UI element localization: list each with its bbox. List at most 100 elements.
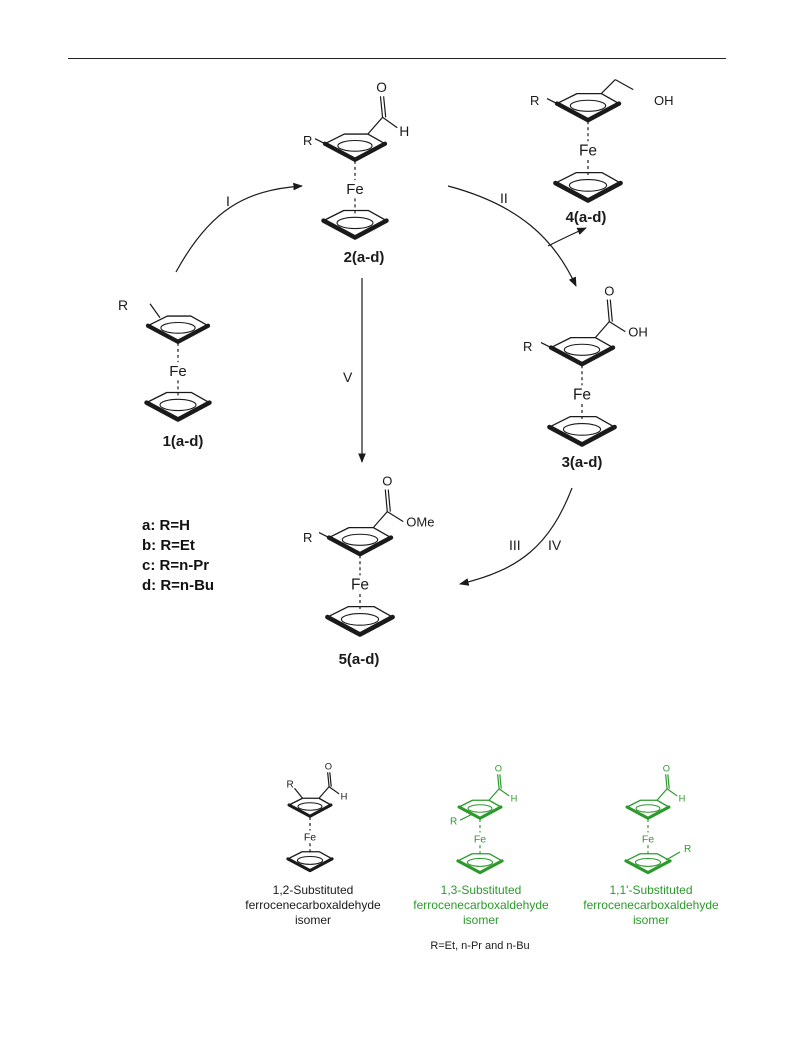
arrow-branch-to-4 bbox=[547, 227, 587, 247]
bond-ring-r bbox=[294, 787, 303, 799]
isomer-caption-1-2: 1,2-Substituted ferrocenecarboxaldehyde … bbox=[228, 883, 398, 928]
hydroxyl-group: OH bbox=[628, 325, 648, 340]
r-substituent: R bbox=[684, 844, 691, 855]
top-cp-ring bbox=[287, 797, 333, 818]
bond-c-o-2 bbox=[387, 489, 391, 512]
ring-aromatic-circle bbox=[568, 179, 608, 192]
bond-ch2-o bbox=[614, 79, 634, 91]
bond-ring-carboxyl bbox=[594, 321, 610, 339]
bond-c-h bbox=[666, 788, 678, 797]
ring-front-edge bbox=[287, 803, 333, 818]
top-cp-ring bbox=[322, 133, 388, 162]
isomer-caption-line: ferrocenecarboxaldehyde bbox=[583, 898, 719, 912]
bond-c-o-2 bbox=[329, 772, 332, 787]
bond-ring-ch2 bbox=[600, 79, 616, 95]
methoxy-group: OMe bbox=[406, 515, 434, 530]
bottom-cp-ring bbox=[321, 209, 389, 240]
ring-aromatic-circle bbox=[467, 804, 493, 813]
top-cp-ring bbox=[457, 799, 503, 820]
oxygen-atom: O bbox=[376, 80, 387, 95]
bond-c-o-1 bbox=[665, 774, 668, 789]
bottom-cp-ring bbox=[547, 415, 617, 447]
isomer-caption-line: 1,3-Substituted bbox=[440, 883, 522, 897]
bond-ring-carbonyl bbox=[488, 788, 500, 801]
isomer-caption-line: isomer bbox=[294, 913, 331, 927]
compound-label-4: 4(a-d) bbox=[566, 209, 607, 226]
bond-c-o-1 bbox=[497, 774, 500, 789]
isomer-caption-line: ferrocenecarboxaldehyde bbox=[413, 898, 549, 912]
bond-c-o-1 bbox=[606, 299, 610, 322]
bottom-cp-ring bbox=[553, 171, 623, 203]
ring-aromatic-circle bbox=[297, 802, 323, 811]
hydrogen-atom: H bbox=[511, 794, 518, 804]
r-substituent: R bbox=[523, 339, 532, 354]
top-cp-ring bbox=[554, 92, 622, 123]
compound-1: FeR bbox=[118, 297, 212, 422]
isomer-caption-line: ferrocenecarboxaldehyde bbox=[245, 898, 381, 912]
ring-aromatic-circle bbox=[569, 99, 607, 112]
step-label-IV: IV bbox=[548, 537, 562, 553]
ring-front-edge bbox=[321, 218, 389, 240]
ring-front-edge bbox=[548, 345, 616, 367]
arrow-step-I bbox=[175, 182, 303, 273]
isomer-caption-line: 1,2-Substituted bbox=[272, 883, 354, 897]
top-cp-ring bbox=[326, 526, 394, 557]
isomer-caption-line: isomer bbox=[632, 913, 669, 927]
fe-atom: Fe bbox=[642, 833, 654, 845]
ring-aromatic-circle bbox=[466, 857, 494, 867]
step-label-V: V bbox=[343, 369, 353, 385]
ring-front-edge bbox=[553, 180, 623, 203]
r-substituent: R bbox=[287, 779, 294, 790]
compound-label-3: 3(a-d) bbox=[562, 454, 603, 471]
r-substituent: R bbox=[450, 816, 457, 827]
isomer-caption-line: 1,1'-Substituted bbox=[609, 883, 693, 897]
bond-ring-r bbox=[459, 813, 473, 821]
bond-ring-r bbox=[318, 532, 330, 539]
fe-atom: Fe bbox=[579, 143, 597, 160]
fe-atom: Fe bbox=[573, 387, 591, 404]
isomer-caption-1-3: 1,3-Substituted ferrocenecarboxaldehyde … bbox=[396, 883, 566, 928]
r-substituent: R bbox=[303, 530, 312, 545]
bottom-cp-ring bbox=[144, 391, 212, 422]
ring-front-edge bbox=[325, 614, 395, 637]
bond-ring-carbonyl bbox=[367, 116, 384, 135]
r-substituent: R bbox=[530, 93, 539, 108]
ring-aromatic-circle bbox=[159, 398, 197, 412]
oxygen-atom: O bbox=[325, 761, 332, 771]
ring-aromatic-circle bbox=[296, 855, 324, 865]
bond-c-ome bbox=[386, 511, 404, 523]
compound-label-5: 5(a-d) bbox=[339, 651, 380, 668]
bond-c-h bbox=[328, 786, 340, 795]
bond-ring-r bbox=[149, 303, 161, 319]
bottom-cp-ring bbox=[325, 605, 395, 637]
bond-c-o-2 bbox=[609, 299, 613, 322]
compound-label-1: 1(a-d) bbox=[163, 433, 204, 450]
arrow-step-II bbox=[447, 185, 577, 287]
bond-ring-r bbox=[665, 851, 681, 861]
arrow-step-III-IV bbox=[459, 487, 573, 586]
top-cp-ring bbox=[625, 799, 671, 820]
bottom-cp-ring bbox=[624, 853, 672, 875]
step-label-II: II bbox=[500, 190, 508, 206]
header-rule bbox=[68, 58, 726, 59]
bottom-cp-ring bbox=[286, 851, 334, 873]
ring-front-edge bbox=[547, 424, 617, 447]
ring-aromatic-circle bbox=[562, 423, 602, 436]
ring-aromatic-circle bbox=[336, 216, 374, 230]
hydrogen-atom: H bbox=[341, 792, 348, 802]
ring-front-edge bbox=[145, 323, 211, 344]
top-cp-ring bbox=[145, 315, 211, 344]
bond-ring-r bbox=[540, 342, 552, 349]
ring-aromatic-circle bbox=[634, 857, 662, 867]
ring-front-edge bbox=[144, 400, 212, 422]
isomer-substituent-note: R=Et, n-Pr and n-Bu bbox=[430, 940, 530, 952]
oxygen-atom: O bbox=[382, 474, 392, 489]
bond-ring-carbonyl bbox=[656, 788, 668, 801]
fe-atom: Fe bbox=[346, 181, 364, 198]
